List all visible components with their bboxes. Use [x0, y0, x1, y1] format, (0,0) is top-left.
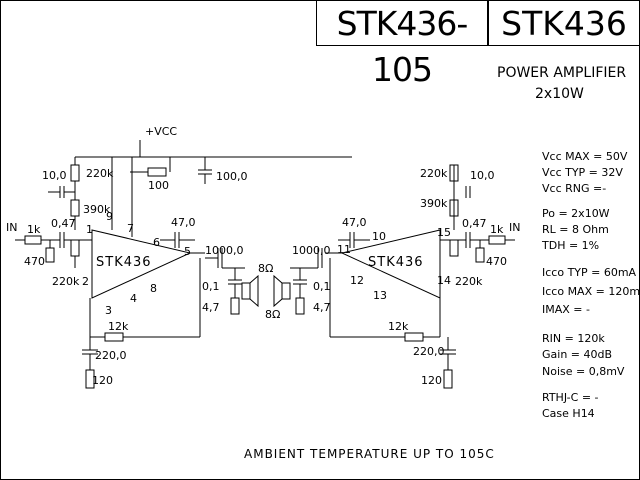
- right-c-nfb: 220,0: [413, 345, 445, 358]
- pin-12: 12: [350, 274, 364, 287]
- right-c-zob: 0,1: [313, 280, 331, 293]
- spec-vcc-max: Vcc MAX = 50V: [542, 150, 628, 163]
- pin-4: 4: [130, 292, 137, 305]
- left-c-zob: 0,1: [202, 280, 220, 293]
- pin-10: 10: [372, 230, 386, 243]
- right-chip-label: STK436: [368, 255, 424, 270]
- spec-vcc-rng: Vcc RNG =-: [542, 182, 607, 195]
- pin-13: 13: [373, 289, 387, 302]
- pin-2: 2: [82, 275, 89, 288]
- left-in-label: IN: [6, 221, 18, 234]
- right-r-top: 220k: [420, 167, 448, 180]
- left-c-boot: 47,0: [171, 216, 196, 229]
- left-r-nfb: 12k: [108, 320, 129, 333]
- right-r-fb: 390k: [420, 197, 448, 210]
- left-c-nfb: 220,0: [95, 349, 127, 362]
- title-line2: 2x10W: [535, 86, 584, 102]
- left-r-bias: 220k: [52, 275, 80, 288]
- left-r-zob: 4,7: [202, 301, 220, 314]
- right-c-boot: 47,0: [342, 216, 367, 229]
- spec-icco-max: Icco MAX = 120mA: [542, 285, 640, 298]
- right-r-bias: 220k: [455, 275, 483, 288]
- left-r-fb: 390k: [83, 203, 111, 216]
- spec-vcc-typ: Vcc TYP = 32V: [542, 166, 623, 179]
- spec-tdh: TDH = 1%: [542, 239, 600, 252]
- footer-note: AMBIENT TEMPERATURE UP TO 105C: [244, 447, 495, 461]
- pin-6: 6: [153, 236, 160, 249]
- right-r-zob: 4,7: [313, 301, 331, 314]
- spec-noise: Noise = 0,8mV: [542, 365, 625, 378]
- left-chip-label: STK436: [96, 255, 152, 270]
- pin-15: 15: [437, 226, 451, 239]
- pin-1: 1: [86, 223, 93, 236]
- left-r-in: 1k: [27, 223, 41, 236]
- right-r-nfb-gnd: 120: [421, 374, 442, 387]
- pin-11: 11: [337, 243, 351, 256]
- spec-rin: RIN = 120k: [542, 332, 605, 345]
- right-r-nfb: 12k: [388, 320, 409, 333]
- pin-8: 8: [150, 282, 157, 295]
- right-r-in: 1k: [490, 223, 504, 236]
- spec-icco-typ: Icco TYP = 60mA: [542, 266, 637, 279]
- spec-imax: IMAX = -: [542, 303, 590, 316]
- left-c-in: 0,47: [51, 217, 76, 230]
- left-c-top: 10,0: [42, 169, 67, 182]
- vcc-label: +VCC: [145, 125, 178, 138]
- series-title: STK436: [488, 0, 640, 46]
- left-c-out: 1000,0: [205, 244, 244, 257]
- part-number-title: STK436-105: [316, 0, 488, 89]
- left-speaker: 8Ω: [258, 262, 274, 275]
- supply-cap-label: 100,0: [216, 170, 248, 183]
- right-in-label: IN: [509, 221, 521, 234]
- spec-rl: RL = 8 Ohm: [542, 223, 609, 236]
- pin-5: 5: [184, 245, 191, 258]
- pin-3: 3: [105, 304, 112, 317]
- right-c-in: 0,47: [462, 217, 487, 230]
- pin-14: 14: [437, 274, 451, 287]
- pin-7: 7: [127, 222, 134, 235]
- spec-case: Case H14: [542, 407, 595, 420]
- left-r-top: 220k: [86, 167, 114, 180]
- spec-gain: Gain = 40dB: [542, 348, 613, 361]
- spec-po: Po = 2x10W: [542, 207, 610, 220]
- right-c-out: 1000,0: [292, 244, 331, 257]
- right-speaker: 8Ω: [265, 308, 281, 321]
- right-r-gnd: 470: [486, 255, 507, 268]
- left-r-gnd: 470: [24, 255, 45, 268]
- right-c-top: 10,0: [470, 169, 495, 182]
- left-r-nfb-gnd: 120: [92, 374, 113, 387]
- supply-resistor-label: 100: [148, 179, 169, 192]
- spec-rthj: RTHJ-C = -: [542, 391, 599, 404]
- title-line1: POWER AMPLIFIER: [497, 65, 627, 81]
- pin-9: 9: [106, 210, 113, 223]
